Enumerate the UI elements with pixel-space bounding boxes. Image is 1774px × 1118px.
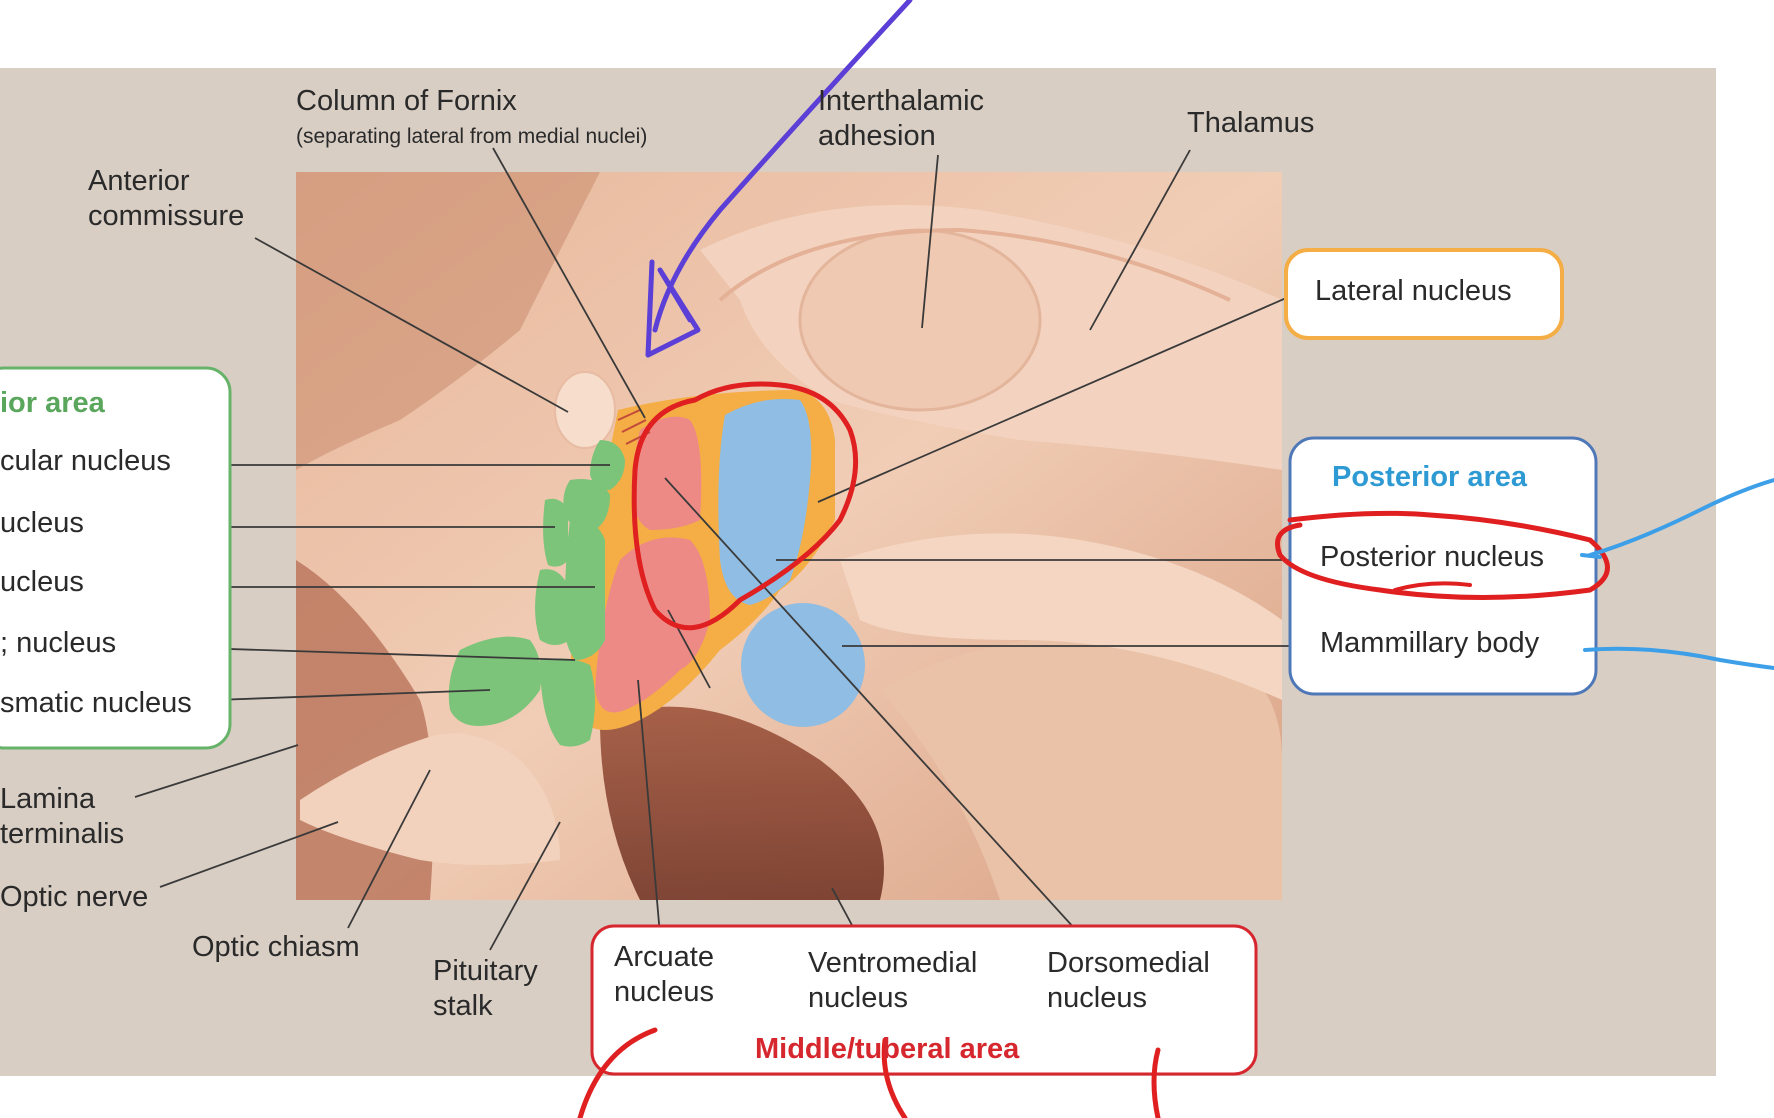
lamina-terminalis-label: Lamina terminalis	[0, 783, 125, 850]
optic-nerve-label: Optic nerve	[0, 881, 149, 913]
thalamus-label: Thalamus	[1187, 107, 1315, 139]
ventromedial-nucleus-label: Ventromedial nucleus	[808, 947, 978, 1014]
anterior-area-box	[0, 366, 232, 750]
lateral-nucleus-label: Lateral nucleus	[1315, 275, 1512, 307]
red-circle-posterior-region	[631, 381, 859, 631]
column-of-fornix-label: Column of Fornix	[296, 85, 517, 117]
anterior-item-4: ; nucleus	[0, 627, 117, 659]
anterior-item-3: ucleus	[0, 566, 84, 598]
middle-area-box	[590, 924, 1258, 1076]
interthalamic-adhesion-label: Interthalamic adhesion	[818, 85, 985, 152]
anterior-item-1: cular nucleus	[0, 445, 171, 477]
purple-arrow-head	[645, 259, 701, 358]
arcuate-nucleus-label: Arcuate nucleus	[614, 941, 714, 1008]
lateral-nucleus-box	[1284, 248, 1564, 340]
pituitary-stalk-label: Pituitary stalk	[433, 955, 538, 1022]
optic-chiasm-label: Optic chiasm	[192, 931, 360, 963]
anterior-item-5: smatic nucleus	[0, 687, 192, 719]
red-circle-posterior-nucleus	[1275, 510, 1610, 600]
middle-area-title: Middle/tuberal area	[755, 1033, 1020, 1065]
handwritten-annotations	[577, 0, 1774, 1118]
anterior-commissure-label: Anterior commissure	[88, 165, 245, 232]
dorsomedial-nucleus-label: Dorsomedial nucleus	[1047, 947, 1210, 1014]
mammillary-body-label: Mammillary body	[1320, 627, 1540, 659]
posterior-nucleus-label: Posterior nucleus	[1320, 541, 1545, 573]
posterior-area-title: Posterior area	[1332, 461, 1528, 493]
anterior-area-title: ior area	[0, 387, 105, 419]
column-of-fornix-note: (separating lateral from medial nuclei)	[296, 125, 648, 148]
anterior-item-2: ucleus	[0, 507, 84, 539]
